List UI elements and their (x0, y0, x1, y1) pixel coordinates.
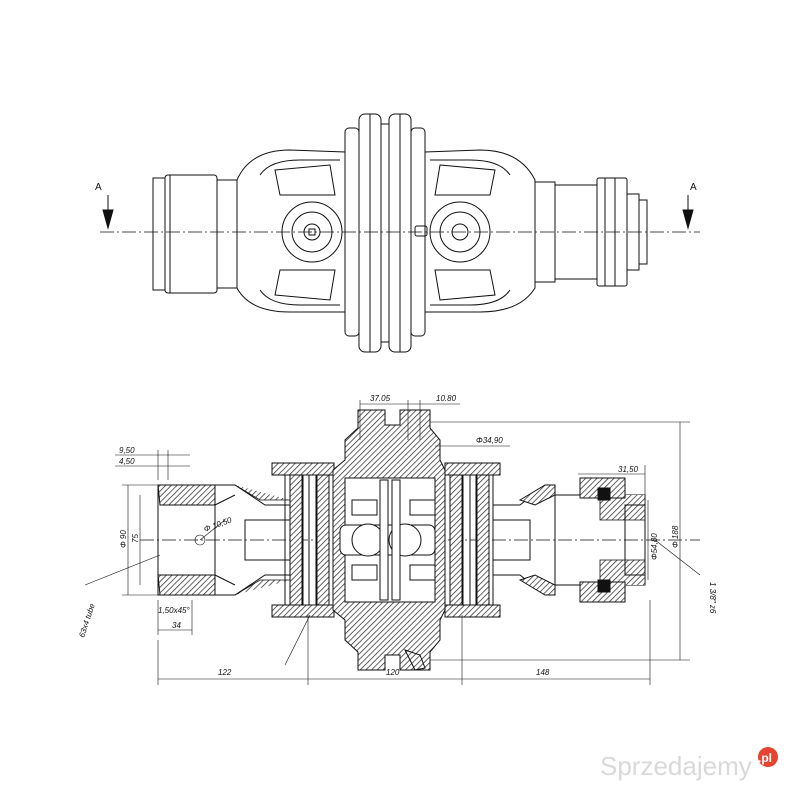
watermark-badge (758, 747, 778, 767)
left-tube (164, 174, 218, 294)
dim-148: 148 (536, 668, 550, 677)
dim-spline: 1 3/8" z6 (708, 582, 717, 614)
dim-37-05: 37.05 (370, 394, 391, 403)
right-cross-bearing (429, 201, 491, 263)
right-yoke (424, 149, 536, 313)
top-view (100, 113, 700, 353)
watermark-text: Sprzedajemy (600, 751, 752, 781)
left-cross-bearing (281, 201, 343, 263)
dim-phi-90: Φ 90 (119, 530, 128, 548)
section-label-left: A (95, 182, 102, 193)
dim-75: 75 (131, 534, 140, 543)
dim-4-50: 4,50 (119, 457, 135, 466)
dim-phi-54-80: Φ54,80 (650, 533, 659, 560)
dim-31-50: 31,50 (618, 465, 639, 474)
section-arrow-left (102, 209, 114, 230)
dim-122: 122 (218, 668, 232, 677)
section-label-right: A (690, 182, 697, 193)
section-view (84, 400, 701, 685)
dim-34: 34 (172, 621, 181, 630)
dim-9-50: 9,50 (119, 446, 135, 455)
grease-nipple (414, 225, 428, 237)
dim-10-80: 10.80 (436, 394, 457, 403)
dim-chamfer: 1,50x45° (158, 606, 190, 615)
dim-phi-10-50: Φ 10,50 (203, 515, 234, 534)
watermark: Sprzedajemy .pl (600, 747, 778, 781)
dim-phi-188: Φ 188 (671, 525, 680, 548)
watermark-dot: .pl (758, 751, 772, 765)
dim-phi-34-90: Φ34,90 (476, 436, 503, 445)
section-arrow-right (682, 209, 694, 230)
left-tube-section (157, 484, 216, 506)
left-tube-flange (152, 177, 166, 291)
dim-120: 120 (386, 668, 400, 677)
left-yoke (236, 149, 346, 313)
dim-tube: 63x4 tube (77, 602, 97, 639)
